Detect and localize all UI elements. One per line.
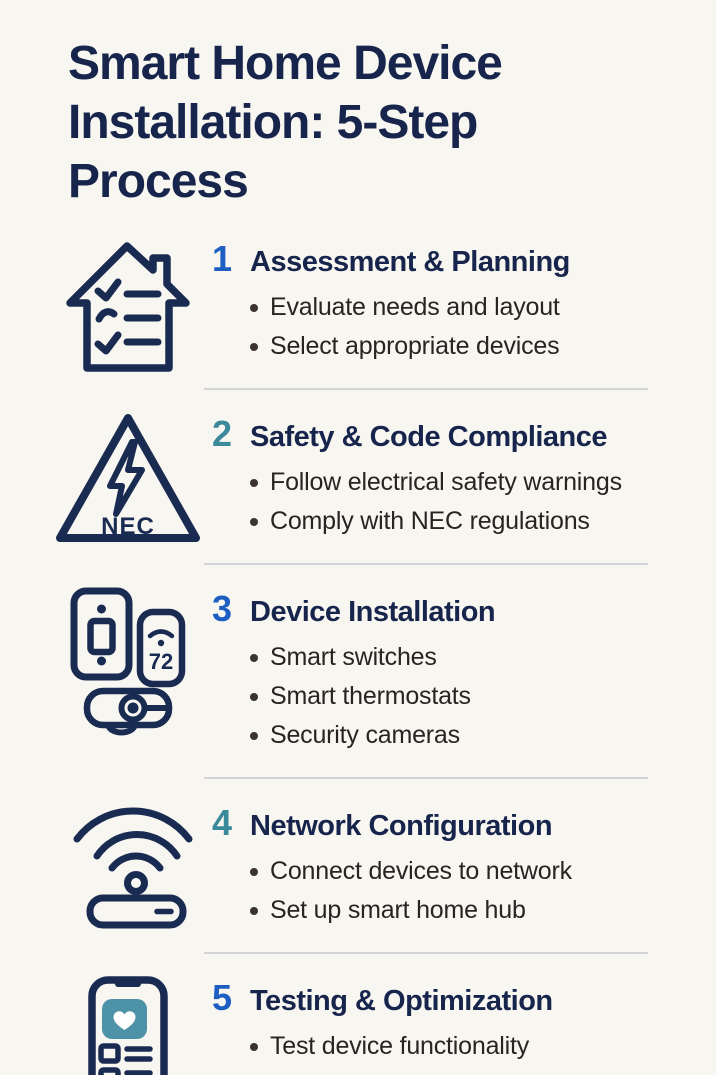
bullet-dot — [250, 907, 258, 915]
step-title: Assessment & Planning — [250, 246, 570, 278]
bullet-item: Follow electrical safety warnings — [204, 463, 648, 502]
step-number: 5 — [211, 977, 233, 1018]
bullet-item: Connect devices to network — [204, 852, 648, 891]
bullet-text: Test device functionality — [270, 1032, 530, 1060]
bullet-dot — [250, 654, 258, 662]
bullet-text: Comply with NEC regulations — [270, 507, 590, 535]
bullet-dot — [250, 693, 258, 701]
bullet-text: Smart thermostats — [270, 682, 471, 710]
bullet-dot — [250, 1043, 258, 1051]
wifi-router-icon — [73, 807, 193, 929]
bullet-item: Comply with NEC regulations — [204, 502, 648, 541]
bullet-item: Evaluate needs and layout — [204, 288, 648, 327]
step-1-assessment: 1 Assessment & Planning Evaluate needs a… — [0, 237, 716, 390]
nec-warning-triangle-icon: NEC — [56, 414, 200, 542]
bullet-item: Test device functionality — [204, 1027, 648, 1066]
bullet-text: Optimize settings — [270, 1071, 459, 1075]
step-title: Network Configuration — [250, 810, 553, 842]
house-checklist-icon — [66, 242, 190, 372]
smart-switch-icon — [70, 587, 133, 681]
bullet-dot — [250, 479, 258, 487]
bullet-text: Select appropriate devices — [270, 332, 560, 360]
step-number: 1 — [211, 238, 233, 279]
phone-list-rows — [98, 1043, 153, 1075]
router-icon — [86, 894, 187, 929]
bullet-item: Select appropriate devices — [204, 327, 648, 366]
bullet-text: Connect devices to network — [270, 857, 572, 885]
bullet-item: Smart switches — [204, 638, 648, 677]
page-title: Smart Home Device Installation: 5-Step P… — [68, 37, 503, 208]
steps-list: 1 Assessment & Planning Evaluate needs a… — [0, 237, 716, 1075]
phone-notch — [115, 978, 141, 987]
heart-icon — [113, 1011, 136, 1030]
step-number: 3 — [211, 588, 233, 629]
bullet-item: Security cameras — [204, 716, 648, 755]
bullet-item: Smart thermostats — [204, 677, 648, 716]
bullet-text: Smart switches — [270, 643, 437, 671]
smart-thermostat-icon: 72 — [136, 608, 186, 688]
bullet-dot — [250, 304, 258, 312]
security-camera-icon — [83, 687, 173, 736]
step-5-testing: 5 Testing & Optimization Test device fun… — [0, 954, 716, 1075]
wifi-signal-icon — [73, 807, 193, 895]
step-3-installation: 72 3 Device Installation — [0, 565, 716, 779]
step-title: Testing & Optimization — [250, 985, 553, 1017]
step-number: 4 — [211, 802, 233, 843]
smartphone-heart-icon — [88, 976, 168, 1075]
smart-devices-icon: 72 — [70, 587, 186, 736]
step-title: Safety & Code Compliance — [250, 421, 608, 453]
nec-label: NEC — [101, 513, 155, 540]
bullet-item: Set up smart home hub — [204, 891, 648, 930]
step-4-network: 4 Network Configuration Connect devices … — [0, 779, 716, 954]
bullet-dot — [250, 518, 258, 526]
bullet-text: Follow electrical safety warnings — [270, 468, 622, 496]
bullet-text: Set up smart home hub — [270, 896, 526, 924]
step-2-safety: NEC 2 Safety & Code Compliance Follow el… — [0, 390, 716, 565]
thermostat-temp: 72 — [149, 649, 173, 674]
bullet-dot — [250, 343, 258, 351]
bullet-text: Security cameras — [270, 721, 460, 749]
step-title: Device Installation — [250, 596, 496, 628]
bullet-text: Evaluate needs and layout — [270, 293, 560, 321]
bullet-item: Optimize settings — [204, 1066, 648, 1075]
step-number: 2 — [211, 413, 233, 454]
bullet-dot — [250, 868, 258, 876]
bullet-dot — [250, 732, 258, 740]
